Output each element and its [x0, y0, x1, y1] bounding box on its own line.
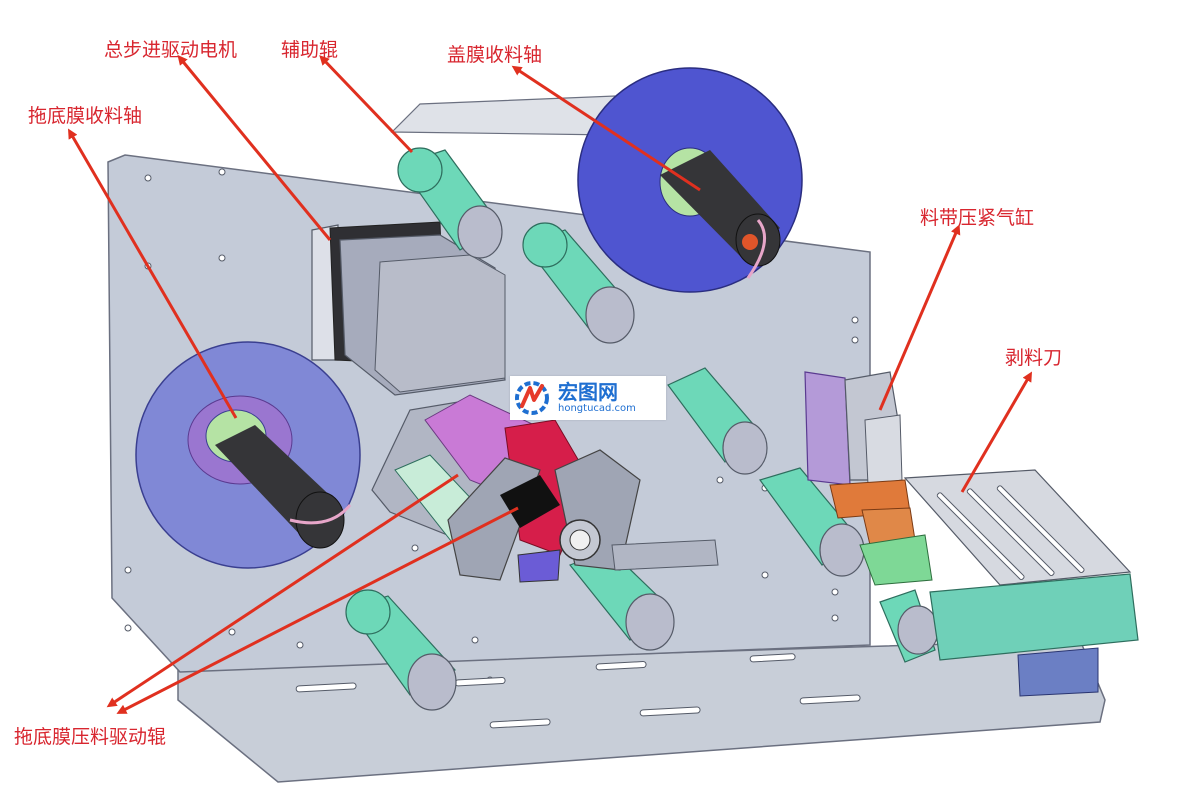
label-aux-roller: 辅助辊 [281, 39, 339, 61]
label-clamp-cylinder: 料带压紧气缸 [920, 207, 1035, 229]
aux-rollers [345, 147, 939, 711]
label-cover-film-shaft: 盖膜收料轴 [447, 44, 543, 66]
clamp-cylinder [804, 371, 916, 546]
top-housing [390, 95, 616, 136]
stepper-motor [311, 221, 506, 396]
arrow-cover-film-shaft [511, 65, 701, 192]
label-stepper-motor: 总步进驱动电机 [104, 39, 238, 61]
cover-film-reel [577, 67, 803, 293]
watermark-subtitle: hongtucad.com [558, 403, 636, 414]
base-slots [295, 653, 861, 729]
base-film-reel [135, 341, 361, 569]
watermark: 宏图网 hongtucad.com [510, 376, 666, 420]
watermark-title: 宏图网 [558, 380, 618, 404]
arrow-clamp-cylinder [878, 224, 961, 411]
arrow-base-film-shaft [67, 128, 238, 419]
arrow-stepper-motor [177, 54, 332, 241]
arrow-drive-roller-1 [106, 473, 459, 708]
annotation-arrows [67, 54, 1033, 714]
label-peel-blade: 剥料刀 [1005, 347, 1063, 369]
peel-blade-assembly [903, 469, 1139, 697]
label-drive-roller: 拖底膜压料驱动辊 [14, 726, 167, 748]
drive-roller-assembly [371, 394, 719, 583]
watermark-logo-icon [515, 381, 549, 415]
arrow-drive-roller-2 [116, 506, 519, 714]
label-base-film-shaft: 拖底膜收料轴 [28, 105, 143, 127]
arrow-aux-roller [319, 55, 414, 154]
clamp-plate [859, 534, 933, 586]
arrow-peel-blade [960, 371, 1033, 493]
